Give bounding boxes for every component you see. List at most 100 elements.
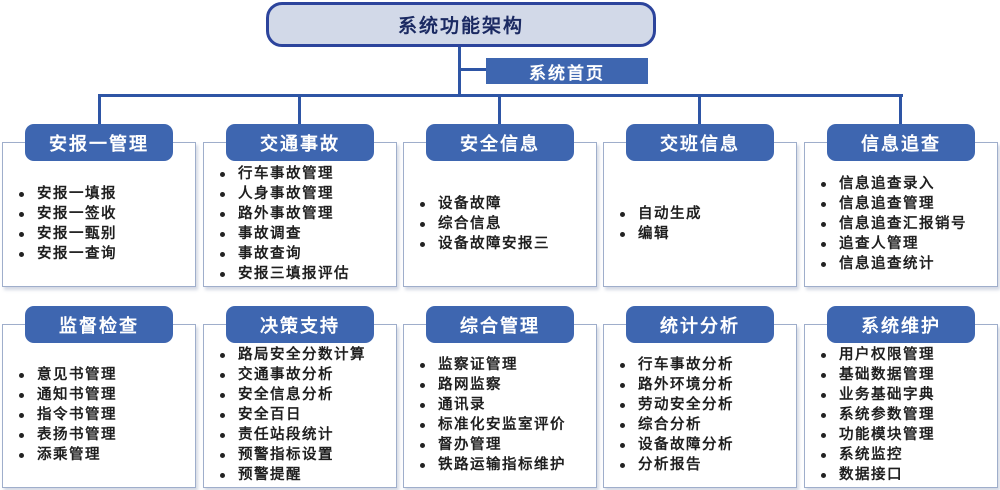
- connector-home-branch: [458, 68, 486, 71]
- group: 安报一管理 安报一填报安报一签收安报一甄别安报一查询: [2, 124, 196, 287]
- list-item: 路外事故管理: [214, 204, 392, 224]
- bullet-icon: [220, 171, 225, 177]
- group-header: 综合管理: [426, 306, 574, 343]
- list-item: 信息追查统计: [815, 254, 993, 274]
- group-item-list: 安报一填报安报一签收安报一甄别安报一查询: [13, 184, 191, 264]
- list-item: 行车事故管理: [214, 164, 392, 184]
- list-item: 安报一甄别: [13, 224, 191, 244]
- bullet-icon: [620, 231, 625, 237]
- bullet-icon: [821, 433, 826, 438]
- group-header: 信息追查: [827, 124, 975, 161]
- bullet-icon: [620, 363, 625, 368]
- list-item: 安报一填报: [13, 184, 191, 204]
- bullet-icon: [420, 241, 425, 247]
- item-label: 安报三填报评估: [238, 265, 350, 282]
- item-label: 安报一填报: [37, 185, 117, 202]
- bullet-icon: [821, 413, 826, 418]
- item-label: 标准化安监室评价: [438, 417, 566, 433]
- item-label: 事故查询: [238, 245, 302, 262]
- item-label: 通讯录: [438, 397, 486, 413]
- bullet-icon: [19, 231, 24, 237]
- list-item: 监察证管理: [414, 355, 592, 375]
- list-item: 设备故障: [414, 194, 592, 214]
- group-panel: 路局安全分数计算交通事故分析安全信息分析安全百日责任站段统计预警指标设置预警提醒: [203, 324, 397, 488]
- group-header: 监督检查: [25, 306, 173, 343]
- item-label: 信息追查统计: [839, 255, 935, 272]
- group-panel: 安报一填报安报一签收安报一甄别安报一查询: [2, 142, 196, 287]
- list-item: 责任站段统计: [214, 425, 392, 445]
- list-item: 预警提醒: [214, 465, 392, 485]
- list-item: 添乘管理: [13, 445, 191, 465]
- bullet-icon: [220, 211, 225, 217]
- group: 交班信息 自动生成编辑: [603, 124, 797, 287]
- list-item: 路外环境分析: [614, 375, 792, 395]
- bullet-icon: [220, 251, 225, 257]
- list-item: 安全百日: [214, 405, 392, 425]
- list-item: 事故查询: [214, 244, 392, 264]
- item-label: 安报一甄别: [37, 225, 117, 242]
- item-label: 设备故障: [438, 195, 502, 212]
- bullet-icon: [19, 251, 24, 257]
- group-panel: 自动生成编辑: [603, 142, 797, 287]
- list-item: 业务基础字典: [815, 385, 993, 405]
- item-label: 责任站段统计: [238, 427, 334, 443]
- list-item: 用户权限管理: [815, 345, 993, 365]
- list-item: 安全信息分析: [214, 385, 392, 405]
- group-header: 系统维护: [827, 306, 975, 343]
- list-item: 信息追查管理: [815, 194, 993, 214]
- bullet-icon: [220, 271, 225, 277]
- list-item: 信息追查汇报销号: [815, 214, 993, 234]
- bullet-icon: [19, 373, 24, 378]
- item-label: 安报一查询: [37, 245, 117, 262]
- bullet-icon: [821, 353, 826, 358]
- group: 系统维护 用户权限管理基础数据管理业务基础字典系统参数管理功能模块管理系统监控数…: [804, 306, 998, 488]
- item-label: 安全百日: [238, 407, 302, 423]
- bullet-icon: [220, 413, 225, 418]
- group-header: 统计分析: [626, 306, 774, 343]
- list-item: 标准化安监室评价: [414, 415, 592, 435]
- item-label: 编辑: [638, 225, 670, 242]
- list-item: 人身事故管理: [214, 184, 392, 204]
- group: 决策支持 路局安全分数计算交通事故分析安全信息分析安全百日责任站段统计预警指标设…: [203, 306, 397, 488]
- item-label: 路外事故管理: [238, 205, 334, 222]
- group-item-list: 路局安全分数计算交通事故分析安全信息分析安全百日责任站段统计预警指标设置预警提醒: [214, 345, 392, 485]
- group-item-list: 用户权限管理基础数据管理业务基础字典系统参数管理功能模块管理系统监控数据接口: [815, 345, 993, 485]
- group: 监督检查 意见书管理通知书管理指令书管理表扬书管理添乘管理: [2, 306, 196, 488]
- group-panel: 信息追查录入信息追查管理信息追查汇报销号追查人管理信息追查统计: [804, 142, 998, 287]
- item-label: 劳动安全分析: [638, 397, 734, 413]
- bullet-icon: [420, 383, 425, 388]
- item-label: 人身事故管理: [238, 185, 334, 202]
- item-label: 铁路运输指标维护: [438, 457, 566, 473]
- bullet-icon: [420, 201, 425, 207]
- bullet-icon: [19, 393, 24, 398]
- item-label: 功能模块管理: [839, 427, 935, 443]
- bullet-icon: [220, 433, 225, 438]
- list-item: 安报一查询: [13, 244, 191, 264]
- item-label: 意见书管理: [37, 367, 117, 383]
- item-label: 督办管理: [438, 437, 502, 453]
- item-label: 添乘管理: [37, 447, 101, 463]
- list-item: 路局安全分数计算: [214, 345, 392, 365]
- bullet-icon: [620, 423, 625, 428]
- item-label: 数据接口: [839, 467, 903, 483]
- list-item: 系统监控: [815, 445, 993, 465]
- bullet-icon: [420, 363, 425, 368]
- item-label: 综合分析: [638, 417, 702, 433]
- group-item-list: 监察证管理路网监察通讯录标准化安监室评价督办管理铁路运输指标维护: [414, 355, 592, 475]
- group: 信息追查 信息追查录入信息追查管理信息追查汇报销号追查人管理信息追查统计: [804, 124, 998, 287]
- item-label: 安报一签收: [37, 205, 117, 222]
- root-node: 系统功能架构: [266, 2, 656, 47]
- list-item: 数据接口: [815, 465, 993, 485]
- group-item-list: 自动生成编辑: [614, 204, 792, 244]
- list-item: 行车事故分析: [614, 355, 792, 375]
- list-item: 分析报告: [614, 455, 792, 475]
- group: 综合管理 监察证管理路网监察通讯录标准化安监室评价督办管理铁路运输指标维护: [403, 306, 597, 488]
- item-label: 路网监察: [438, 377, 502, 393]
- group-item-list: 信息追查录入信息追查管理信息追查汇报销号追查人管理信息追查统计: [815, 174, 993, 274]
- list-item: 表扬书管理: [13, 425, 191, 445]
- bullet-icon: [220, 353, 225, 358]
- group-item-list: 意见书管理通知书管理指令书管理表扬书管理添乘管理: [13, 365, 191, 465]
- list-item: 预警指标设置: [214, 445, 392, 465]
- connector-stub-1: [98, 94, 101, 126]
